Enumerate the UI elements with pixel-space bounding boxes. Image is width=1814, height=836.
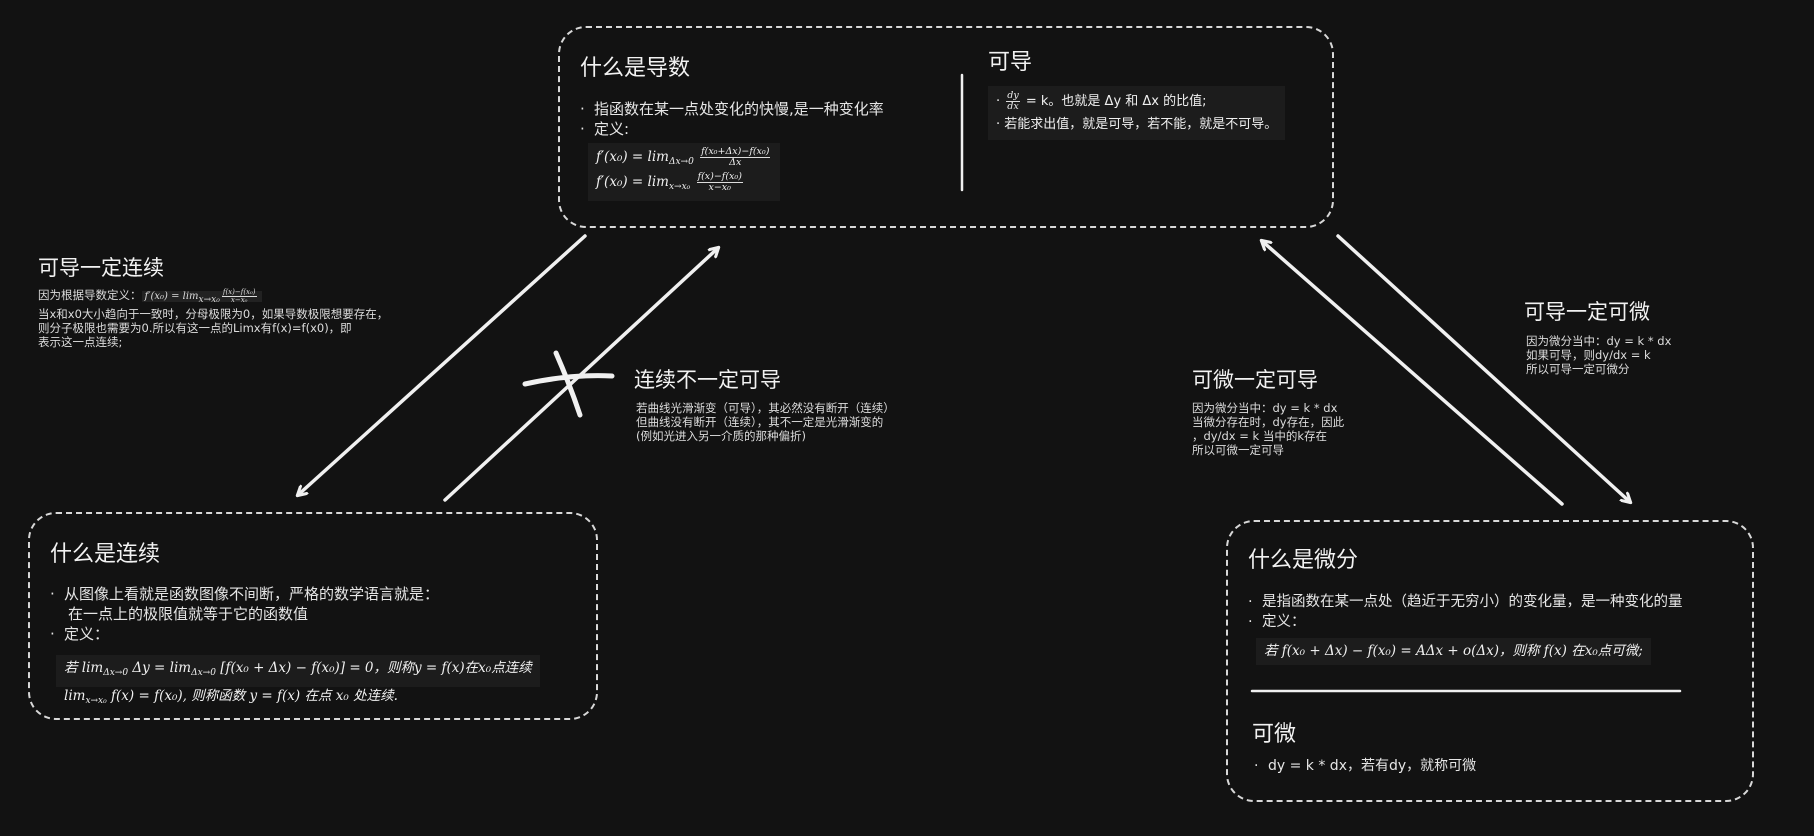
derivative-bullet-1: 指函数在某一点处变化的快慢,是一种变化率 xyxy=(594,100,884,118)
differential-sub-line: ·dy = k * dx，若有dy，就称可微 xyxy=(1254,758,1477,774)
label-continuity-not-diff-body: 若曲线光滑渐变（可导），其必然没有断开（连续） 但曲线没有断开（连续），其不一定… xyxy=(636,401,895,443)
derivative-formula: f′(x₀) = limΔx→0 f(x₀+Δx)−f(x₀)Δx f′(x₀)… xyxy=(588,143,781,201)
differential-bullet-1: 是指函数在某一点处（趋近于无穷小）的变化量，是一种变化的量 xyxy=(1262,594,1683,610)
arrow-derivative-to-differential xyxy=(1336,234,1630,502)
label-differential-implies-diff-body: 因为微分当中：dy = k * dx 当微分存在时，dy存在，因此 ，dy/dx… xyxy=(1192,401,1345,457)
continuity-bullet-1: 从图像上看就是函数图像不间断，严格的数学语言就是： xyxy=(64,585,440,603)
derivative-title: 什么是导数 xyxy=(580,56,691,81)
continuity-bullet-2: 定义： xyxy=(64,625,110,643)
label-differential-implies-diff-title: 可微一定可导 xyxy=(1192,368,1318,392)
derivative-card xyxy=(558,26,1334,228)
continuity-card xyxy=(28,512,598,720)
derivative-bullet-2: 定义: xyxy=(594,120,630,138)
arrow-differential-to-derivative xyxy=(1262,241,1564,506)
differential-bullet-2: 定义： xyxy=(1262,614,1306,630)
cross-mark-icon xyxy=(522,350,615,418)
differential-card xyxy=(1226,520,1754,802)
label-diff-implies-differential-body: 因为微分当中：dy = k * dx 如果可导，则dy/dx = k 所以可导一… xyxy=(1526,334,1672,376)
differential-formula: 若 f(x₀ + Δx) − f(x₀) = AΔx + o(Δx)，则称 f(… xyxy=(1256,638,1651,665)
derivative-bullets: ·指函数在某一点处变化的快慢,是一种变化率 ·定义: xyxy=(580,100,884,138)
continuity-bullet-1b: 在一点上的极限值就等于它的函数值 xyxy=(68,605,309,623)
label-diff-implies-continuity-title: 可导一定连续 xyxy=(38,256,164,280)
label-diff-implies-differential-title: 可导一定可微 xyxy=(1524,300,1650,324)
continuity-bullets: ·从图像上看就是函数图像不间断，严格的数学语言就是： 在一点上的极限值就等于它的… xyxy=(50,585,440,643)
continuity-title: 什么是连续 xyxy=(50,542,161,567)
label-continuity-not-diff-title: 连续不一定可导 xyxy=(634,368,781,392)
differentiable-title: 可导 xyxy=(988,50,1033,75)
differential-title: 什么是微分 xyxy=(1248,548,1359,573)
differential-sub-title: 可微 xyxy=(1252,722,1297,747)
continuity-formula-1: 若 limΔx→0 Δy = limΔx→0 [f(x₀ + Δx) − f(x… xyxy=(56,655,540,687)
arrow-derivative-to-continuity xyxy=(298,234,587,495)
continuity-formula-2: limx→x₀ f(x) = f(x₀), 则称函数 y = f(x) 在点 x… xyxy=(64,688,398,706)
differential-bullets: ·是指函数在某一点处（趋近于无穷小）的变化量，是一种变化的量 ·定义： xyxy=(1248,594,1683,630)
